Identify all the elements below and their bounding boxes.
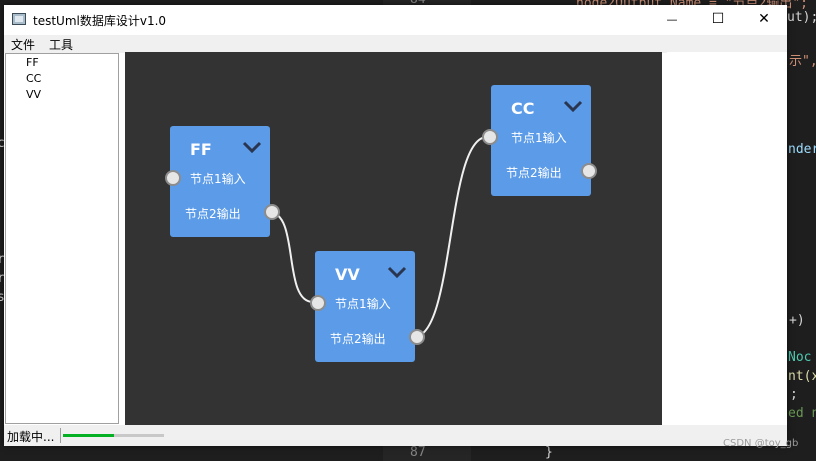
- output-port-label: 节点2输出: [185, 207, 241, 221]
- minimize-button[interactable]: —: [649, 5, 695, 35]
- code-snippet: nder,: [788, 142, 816, 157]
- node-canvas[interactable]: FF 节点1输入 节点2输出 VV 节点1输入 节点2输出 CC 节点1输入 节…: [125, 52, 662, 425]
- menu-bar: 文件 工具: [4, 35, 787, 53]
- line-number: 87: [410, 445, 426, 460]
- code-snippet: ;: [790, 387, 798, 402]
- app-window: testUml数据库设计v1.0 — ☐ ✕ 文件 工具 FF CC VV FF…: [4, 5, 787, 446]
- code-snippet: c: [0, 136, 5, 151]
- close-icon: ✕: [758, 11, 770, 27]
- code-snippet: ut);: [787, 10, 816, 25]
- tree-item-ff[interactable]: FF: [26, 56, 39, 69]
- watermark: CSDN @toy_gb: [723, 438, 799, 449]
- code-snippet: ed no: [788, 406, 816, 421]
- node-title: CC: [511, 99, 535, 118]
- code-snippet: s: [0, 290, 5, 305]
- code-snippet: r: [0, 252, 5, 267]
- input-port-label: 节点1输入: [335, 297, 391, 311]
- chevron-down-icon[interactable]: [387, 265, 407, 279]
- title-bar[interactable]: testUml数据库设计v1.0 — ☐ ✕: [4, 5, 787, 35]
- code-snippet: Noc: [788, 350, 812, 365]
- status-bar: 加载中...: [4, 425, 787, 446]
- code-snippet: 示",: [789, 54, 816, 69]
- tree-item-cc[interactable]: CC: [26, 72, 42, 85]
- node-title: FF: [190, 140, 212, 159]
- menu-tools[interactable]: 工具: [49, 38, 74, 52]
- app-icon: [12, 13, 26, 25]
- code-snippet: r: [0, 271, 5, 286]
- line-number: 84: [410, 0, 426, 7]
- code-snippet: }: [545, 445, 553, 460]
- loading-progress-bar: [63, 434, 164, 437]
- status-divider: [60, 428, 61, 443]
- input-port-label: 节点1输入: [511, 131, 567, 145]
- output-port-vv[interactable]: [409, 329, 425, 345]
- properties-panel[interactable]: [667, 52, 787, 425]
- input-port-label: 节点1输入: [190, 172, 246, 186]
- chevron-down-icon[interactable]: [242, 140, 262, 154]
- output-port-cc[interactable]: [581, 163, 597, 179]
- node-tree-panel[interactable]: FF CC VV: [5, 53, 119, 424]
- connection-vv-cc[interactable]: [413, 136, 488, 338]
- output-port-label: 节点2输出: [506, 166, 562, 180]
- connection-ff-vv[interactable]: [268, 211, 314, 303]
- node-title: VV: [335, 265, 360, 284]
- input-port-ff[interactable]: [165, 170, 181, 186]
- window-title: testUml数据库设计v1.0: [33, 14, 167, 28]
- node-ff[interactable]: FF 节点1输入 节点2输出: [170, 126, 270, 237]
- status-text: 加载中...: [7, 430, 55, 444]
- progress-fill: [63, 434, 114, 437]
- maximize-button[interactable]: ☐: [695, 5, 741, 35]
- tree-item-vv[interactable]: VV: [26, 88, 42, 101]
- minimize-icon: —: [666, 13, 678, 26]
- maximize-icon: ☐: [711, 11, 725, 27]
- node-cc[interactable]: CC 节点1输入 节点2输出: [491, 85, 591, 196]
- code-snippet: +): [789, 313, 805, 328]
- menu-file[interactable]: 文件: [11, 38, 36, 52]
- node-vv[interactable]: VV 节点1输入 节点2输出: [315, 251, 415, 362]
- code-snippet: nt(x: [788, 369, 816, 384]
- input-port-vv[interactable]: [310, 295, 326, 311]
- input-port-cc[interactable]: [482, 129, 498, 145]
- chevron-down-icon[interactable]: [563, 99, 583, 113]
- close-button[interactable]: ✕: [741, 5, 787, 35]
- output-port-ff[interactable]: [264, 204, 280, 220]
- output-port-label: 节点2输出: [330, 332, 386, 346]
